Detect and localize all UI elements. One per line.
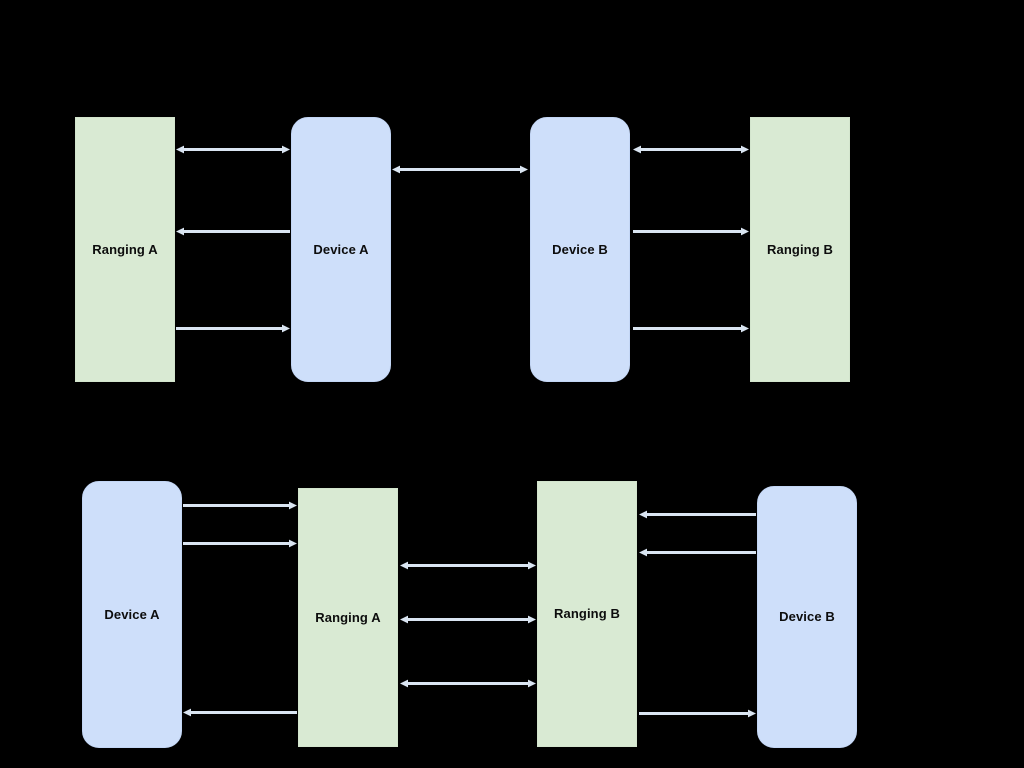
arrow-right: [183, 539, 297, 548]
arrow-right: [176, 324, 290, 333]
node-label: Device B: [779, 609, 835, 625]
arrow-left: [639, 510, 756, 519]
arrow-left: [183, 708, 297, 717]
arrow-both: [400, 561, 536, 570]
arrow-left: [639, 548, 756, 557]
arrow-both: [633, 145, 749, 154]
node-bot-ranging-b[interactable]: Ranging B: [537, 481, 637, 747]
arrow-right: [633, 227, 749, 236]
node-label: Ranging A: [315, 609, 381, 625]
arrow-right: [633, 324, 749, 333]
arrow-both: [176, 145, 290, 154]
node-bot-ranging-a[interactable]: Ranging A: [298, 488, 398, 747]
arrow-both: [392, 165, 528, 174]
node-label: Device A: [104, 606, 160, 622]
node-label: Ranging B: [554, 606, 620, 622]
node-bot-device-b[interactable]: Device B: [757, 486, 857, 748]
arrow-both: [400, 679, 536, 688]
arrow-right: [639, 709, 756, 718]
node-bot-device-a[interactable]: Device A: [82, 481, 182, 748]
arrow-left: [176, 227, 290, 236]
arrow-both: [400, 615, 536, 624]
arrow-right: [183, 501, 297, 510]
